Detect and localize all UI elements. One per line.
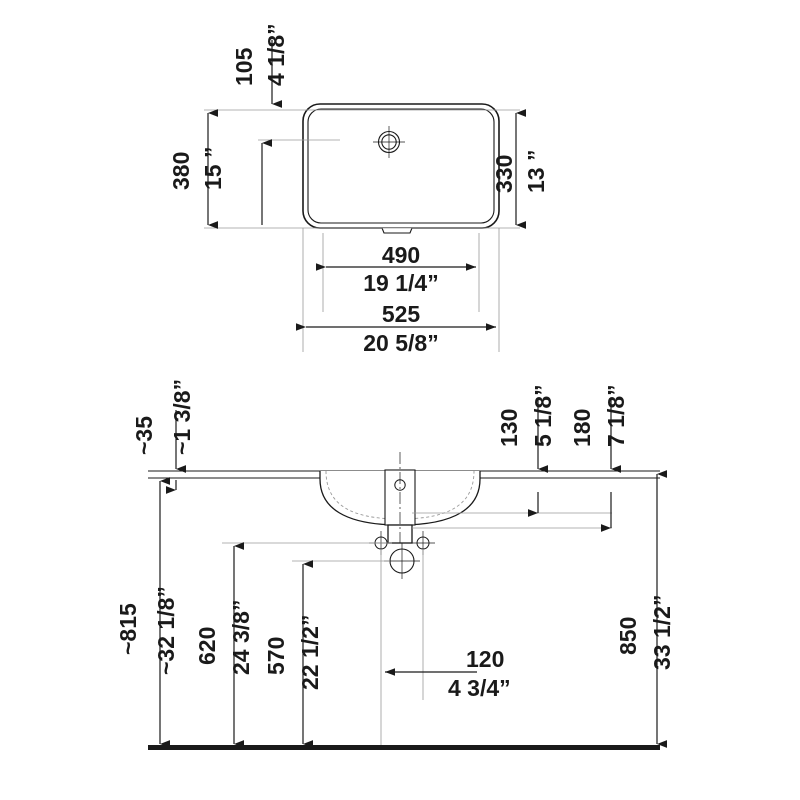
dim-620-imperial: 24 3/8” xyxy=(228,600,254,675)
dim-180-metric: 180 xyxy=(569,409,595,447)
basin-bottom-tab xyxy=(381,227,413,234)
dim-850-metric: 850 xyxy=(615,617,641,655)
dim-35-metric: ~35 xyxy=(131,416,157,455)
section-view-group: ~35 ~1 3/8” 130 5 1/8” 180 7 1/8” ~815 ~… xyxy=(115,379,675,750)
dim-815-metric: ~815 xyxy=(115,603,141,655)
dim-105-metric: 105 xyxy=(231,47,257,86)
dim-380-imperial: 15 ” xyxy=(200,147,226,190)
drain-column xyxy=(384,452,416,544)
dim-120-metric: 120 xyxy=(466,646,504,672)
dim-130-imperial: 5 1/8” xyxy=(530,384,556,447)
dim-35-imperial: ~1 3/8” xyxy=(169,379,195,455)
dim-180-imperial: 7 1/8” xyxy=(603,384,629,447)
dim-525-imperial: 20 5/8” xyxy=(363,330,438,356)
dim-330-metric: 330 xyxy=(491,155,517,193)
section-extension-lines xyxy=(222,512,612,748)
dim-380-metric: 380 xyxy=(168,152,194,190)
dim-570-imperial: 22 1/2” xyxy=(297,615,323,690)
dim-105-imperial: 4 1/8” xyxy=(263,23,289,86)
dim-330-imperial: 13 ” xyxy=(523,150,549,193)
dim-570-metric: 570 xyxy=(263,637,289,675)
dim-490-metric: 490 xyxy=(382,242,420,268)
dim-620-metric: 620 xyxy=(194,627,220,665)
basin-inner-rim xyxy=(307,108,495,224)
floor-line xyxy=(148,745,660,750)
dim-120-imperial: 4 3/4” xyxy=(448,675,511,701)
top-view-extension-lines xyxy=(204,109,520,352)
dim-130-metric: 130 xyxy=(496,409,522,447)
overflow-hole xyxy=(373,126,405,158)
dim-815-imperial: ~32 1/8” xyxy=(153,586,179,675)
top-view-group: 105 4 1/8” 380 15 ” 330 13 ” 490 19 1/4” xyxy=(168,23,549,356)
dim-850-imperial: 33 1/2” xyxy=(649,595,675,670)
dim-490-imperial: 19 1/4” xyxy=(363,270,438,296)
dim-525-metric: 525 xyxy=(382,301,421,327)
